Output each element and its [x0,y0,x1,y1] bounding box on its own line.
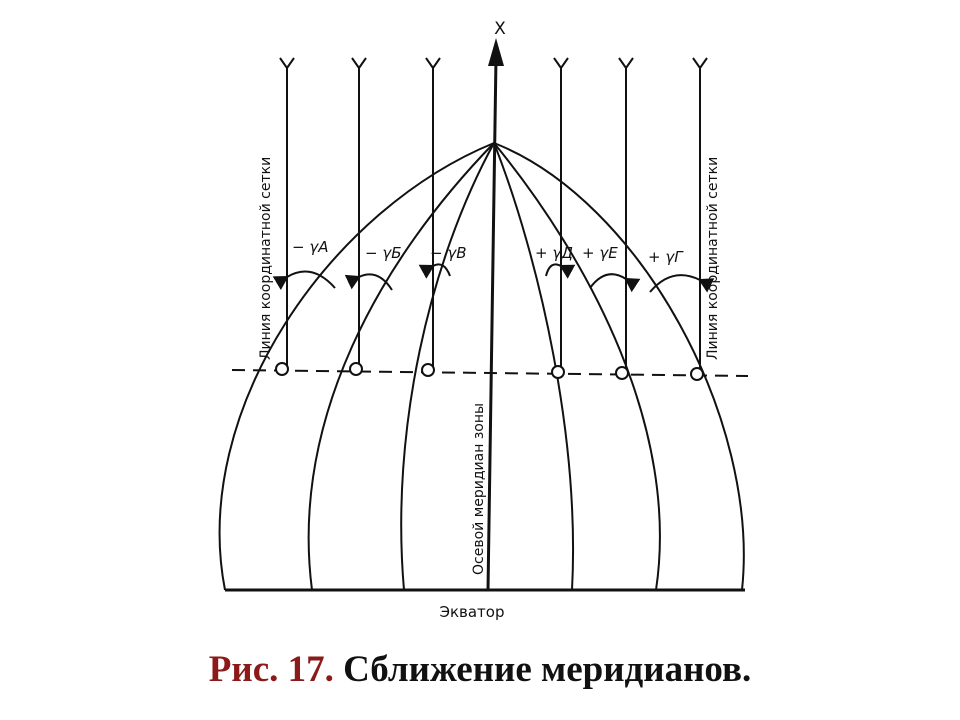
angle-arc-b [344,273,393,291]
angle-labels: − γA − γБ − γВ + γД + γЕ + γГ [292,238,684,266]
grid-line-label-right: Линия координатной сетки [705,157,721,360]
dashed-parallel [231,369,749,377]
meridian-2-right [493,142,661,591]
point-e [615,366,629,380]
point-b [349,362,363,376]
point-d [551,365,565,379]
angle-arcs [272,263,715,293]
meridian-3-right [493,142,575,591]
angle-arc-e [589,273,641,293]
figure-caption: Рис. 17. Сближение меридианов. [0,648,960,691]
meridian-outer-left [218,142,495,591]
axis-label: X [494,19,506,39]
angle-label-g: + γГ [648,248,684,266]
grid-line-3 [425,57,441,368]
grid-lines [279,57,708,368]
angle-label-b: − γБ [365,244,402,262]
meridian-3-left [400,142,495,591]
angle-label-v: − γВ [430,244,467,262]
point-a [275,362,289,376]
central-meridian-label: Осевой меридиан зоны [471,403,487,575]
angle-label-a: − γA [292,238,328,256]
grid-line-label-left: Линия координатной сетки [258,157,274,360]
meridian-2-left [307,142,495,591]
intersection-points [275,362,704,381]
caption-number: Рис. 17. [208,649,334,690]
central-meridian-axis [486,57,498,591]
point-g [690,367,704,381]
grid-line-1 [279,57,295,368]
grid-line-6 [692,57,708,368]
angle-arc-d [545,263,576,279]
point-v [421,363,435,377]
meridian-curves [218,142,745,591]
equator-label: Экватор [439,603,504,621]
angle-arc-g [649,274,715,293]
angle-label-d: + γД [535,244,573,262]
angle-arc-v [418,263,451,279]
grid-line-4 [553,57,569,368]
axis-arrowhead [488,38,504,66]
angle-label-e: + γЕ [582,244,618,262]
grid-line-2 [351,57,367,368]
angle-arc-a [272,270,336,291]
meridian-outer-right [493,142,745,591]
caption-text: Сближение меридианов. [343,649,752,690]
grid-line-5 [618,57,634,368]
